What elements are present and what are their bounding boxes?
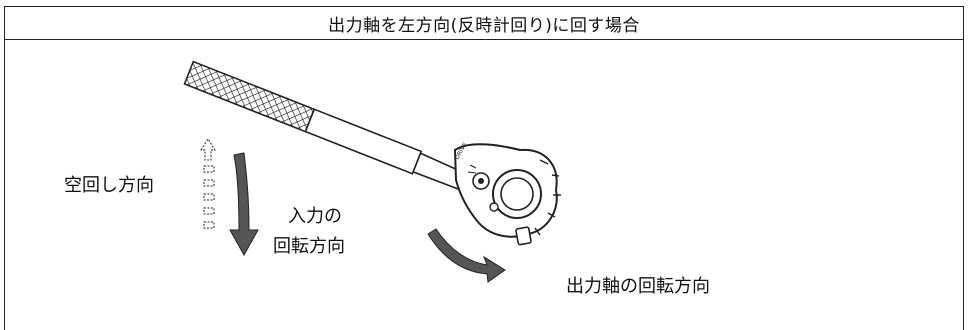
diagram-title: 出力軸を左方向(反時計回り)に回す場合	[5, 7, 963, 40]
diagram-frame: 出力軸を左方向(反時計回り)に回す場合	[4, 6, 964, 330]
idle-direction-label: 空回し方向	[64, 175, 154, 196]
input-rotation-label-line2: 回転方向	[273, 236, 345, 257]
idle-direction-arrow-icon	[200, 138, 216, 229]
input-rotation-label-line1: 入力の	[288, 206, 342, 227]
ratchet-head: DRIVE	[454, 141, 561, 246]
output-tab	[515, 226, 532, 246]
handle-shaft	[304, 108, 423, 175]
knurled-grip	[183, 60, 316, 133]
output-rotation-label: 出力軸の回転方向	[566, 276, 710, 297]
output-rotation-arrow-icon	[427, 228, 506, 283]
input-rotation-arrow-icon	[229, 152, 259, 257]
